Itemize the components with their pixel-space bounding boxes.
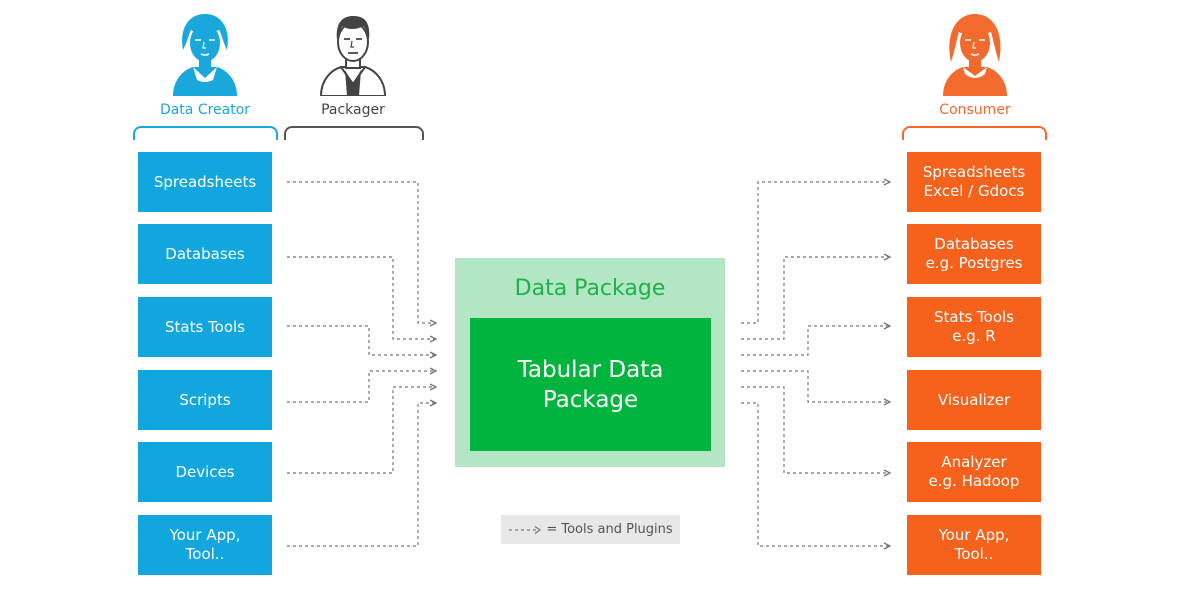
woman-avatar-icon <box>173 14 237 96</box>
arrow-to-databases <box>741 257 890 340</box>
man-avatar-icon <box>319 16 387 96</box>
arrow-to-spreadsheets <box>741 182 890 324</box>
arrow-scripts <box>287 371 436 403</box>
source-spreadsheets: Spreadsheets <box>138 152 272 212</box>
source-databases: Databases <box>138 224 272 284</box>
consumer-analyzer: Analyzer e.g. Hadoop <box>907 442 1041 502</box>
arrow-databases <box>287 256 436 339</box>
arrow-stats-tools <box>287 325 436 355</box>
persona-label: Packager <box>321 102 385 118</box>
arrow-to-analyzer <box>741 386 890 473</box>
persona-consumer: Consumer <box>920 10 1030 118</box>
persona-data-creator: Data Creator <box>150 10 260 118</box>
source-stats-tools: Stats Tools <box>138 297 272 357</box>
arrow-devices <box>287 387 436 474</box>
dashed-arrow-icon <box>509 525 542 534</box>
arrow-to-your-app <box>741 402 890 546</box>
legend: = Tools and Plugins <box>501 515 680 544</box>
legend-label: = Tools and Plugins <box>546 522 673 537</box>
arrow-to-stats-tools <box>741 326 890 356</box>
data-package-box: Data Package Tabular Data Package <box>455 258 725 467</box>
persona-label: Data Creator <box>159 102 251 118</box>
packager-bracket <box>284 126 424 140</box>
tabular-data-package-box: Tabular Data Package <box>470 318 711 451</box>
data-package-title: Data Package <box>514 276 666 301</box>
consumer-bracket <box>902 126 1047 140</box>
arrow-spreadsheets <box>287 181 436 323</box>
source-devices: Devices <box>138 442 272 502</box>
persona-packager: Packager <box>298 10 408 118</box>
persona-label: Consumer <box>939 102 1011 118</box>
consumer-spreadsheets: Spreadsheets Excel / Gdocs <box>907 152 1041 212</box>
arrow-your-app-src <box>287 403 436 547</box>
consumer-databases: Databases e.g. Postgres <box>907 224 1041 284</box>
arrow-to-visualizer <box>741 370 890 402</box>
consumer-your-app: Your App, Tool.. <box>907 515 1041 575</box>
source-scripts: Scripts <box>138 370 272 430</box>
source-your-app: Your App, Tool.. <box>138 515 272 575</box>
consumer-visualizer: Visualizer <box>907 370 1041 430</box>
woman-avatar-icon <box>943 14 1007 96</box>
creator-bracket <box>133 126 278 140</box>
consumer-stats-tools: Stats Tools e.g. R <box>907 297 1041 357</box>
